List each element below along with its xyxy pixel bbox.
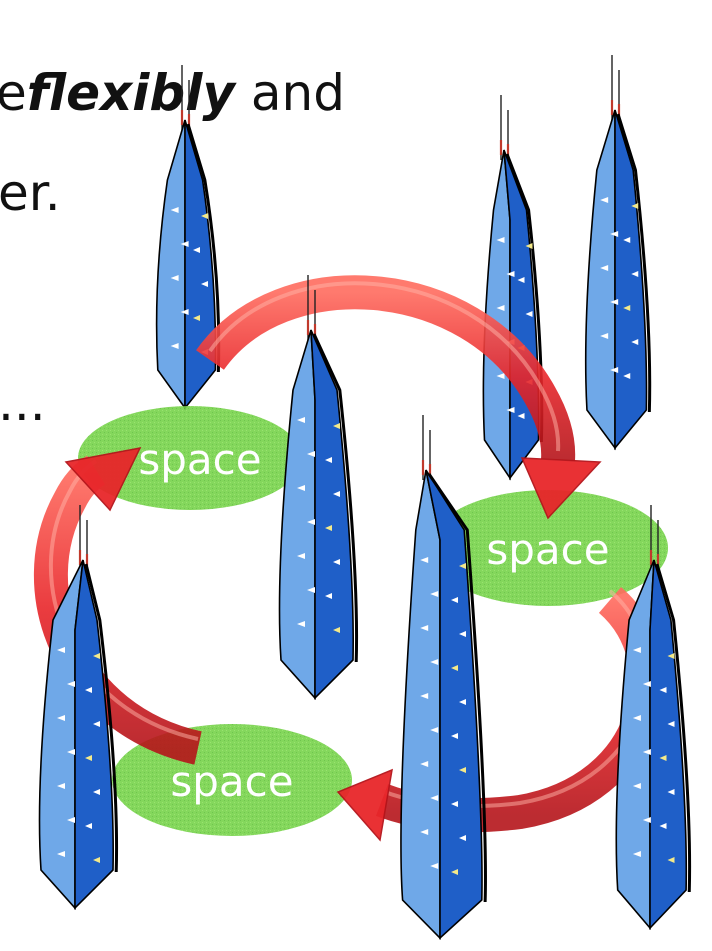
line1-emphasis: flexibly bbox=[26, 64, 235, 122]
slide-line-3: ... bbox=[0, 374, 46, 432]
cycle-arrow-left bbox=[33, 446, 202, 765]
space-top-left bbox=[78, 406, 302, 510]
line1-prefix: e bbox=[0, 64, 27, 122]
space-label: space bbox=[170, 757, 293, 806]
skyscraper-icon-5 bbox=[400, 415, 487, 940]
skyscraper-icon-4 bbox=[278, 275, 359, 701]
skyscraper-icon-2 bbox=[482, 95, 544, 481]
space-label: space bbox=[486, 525, 609, 574]
skyscraper-icon-3 bbox=[584, 55, 652, 451]
space-label: space bbox=[138, 435, 261, 484]
slide-line-1: eflexibly and bbox=[0, 68, 345, 118]
towers-front-layer bbox=[38, 275, 692, 940]
cycle-arrow-top bbox=[196, 275, 602, 520]
skyscraper-icon-7 bbox=[615, 505, 692, 931]
line1-suffix: and bbox=[250, 64, 345, 122]
skyscraper-icon-6 bbox=[38, 505, 119, 911]
space-labels-layer: space space space bbox=[138, 435, 609, 806]
space-right bbox=[428, 490, 668, 606]
slide-line-2: er. bbox=[0, 164, 61, 222]
cycle-arrow-right bbox=[336, 587, 664, 842]
